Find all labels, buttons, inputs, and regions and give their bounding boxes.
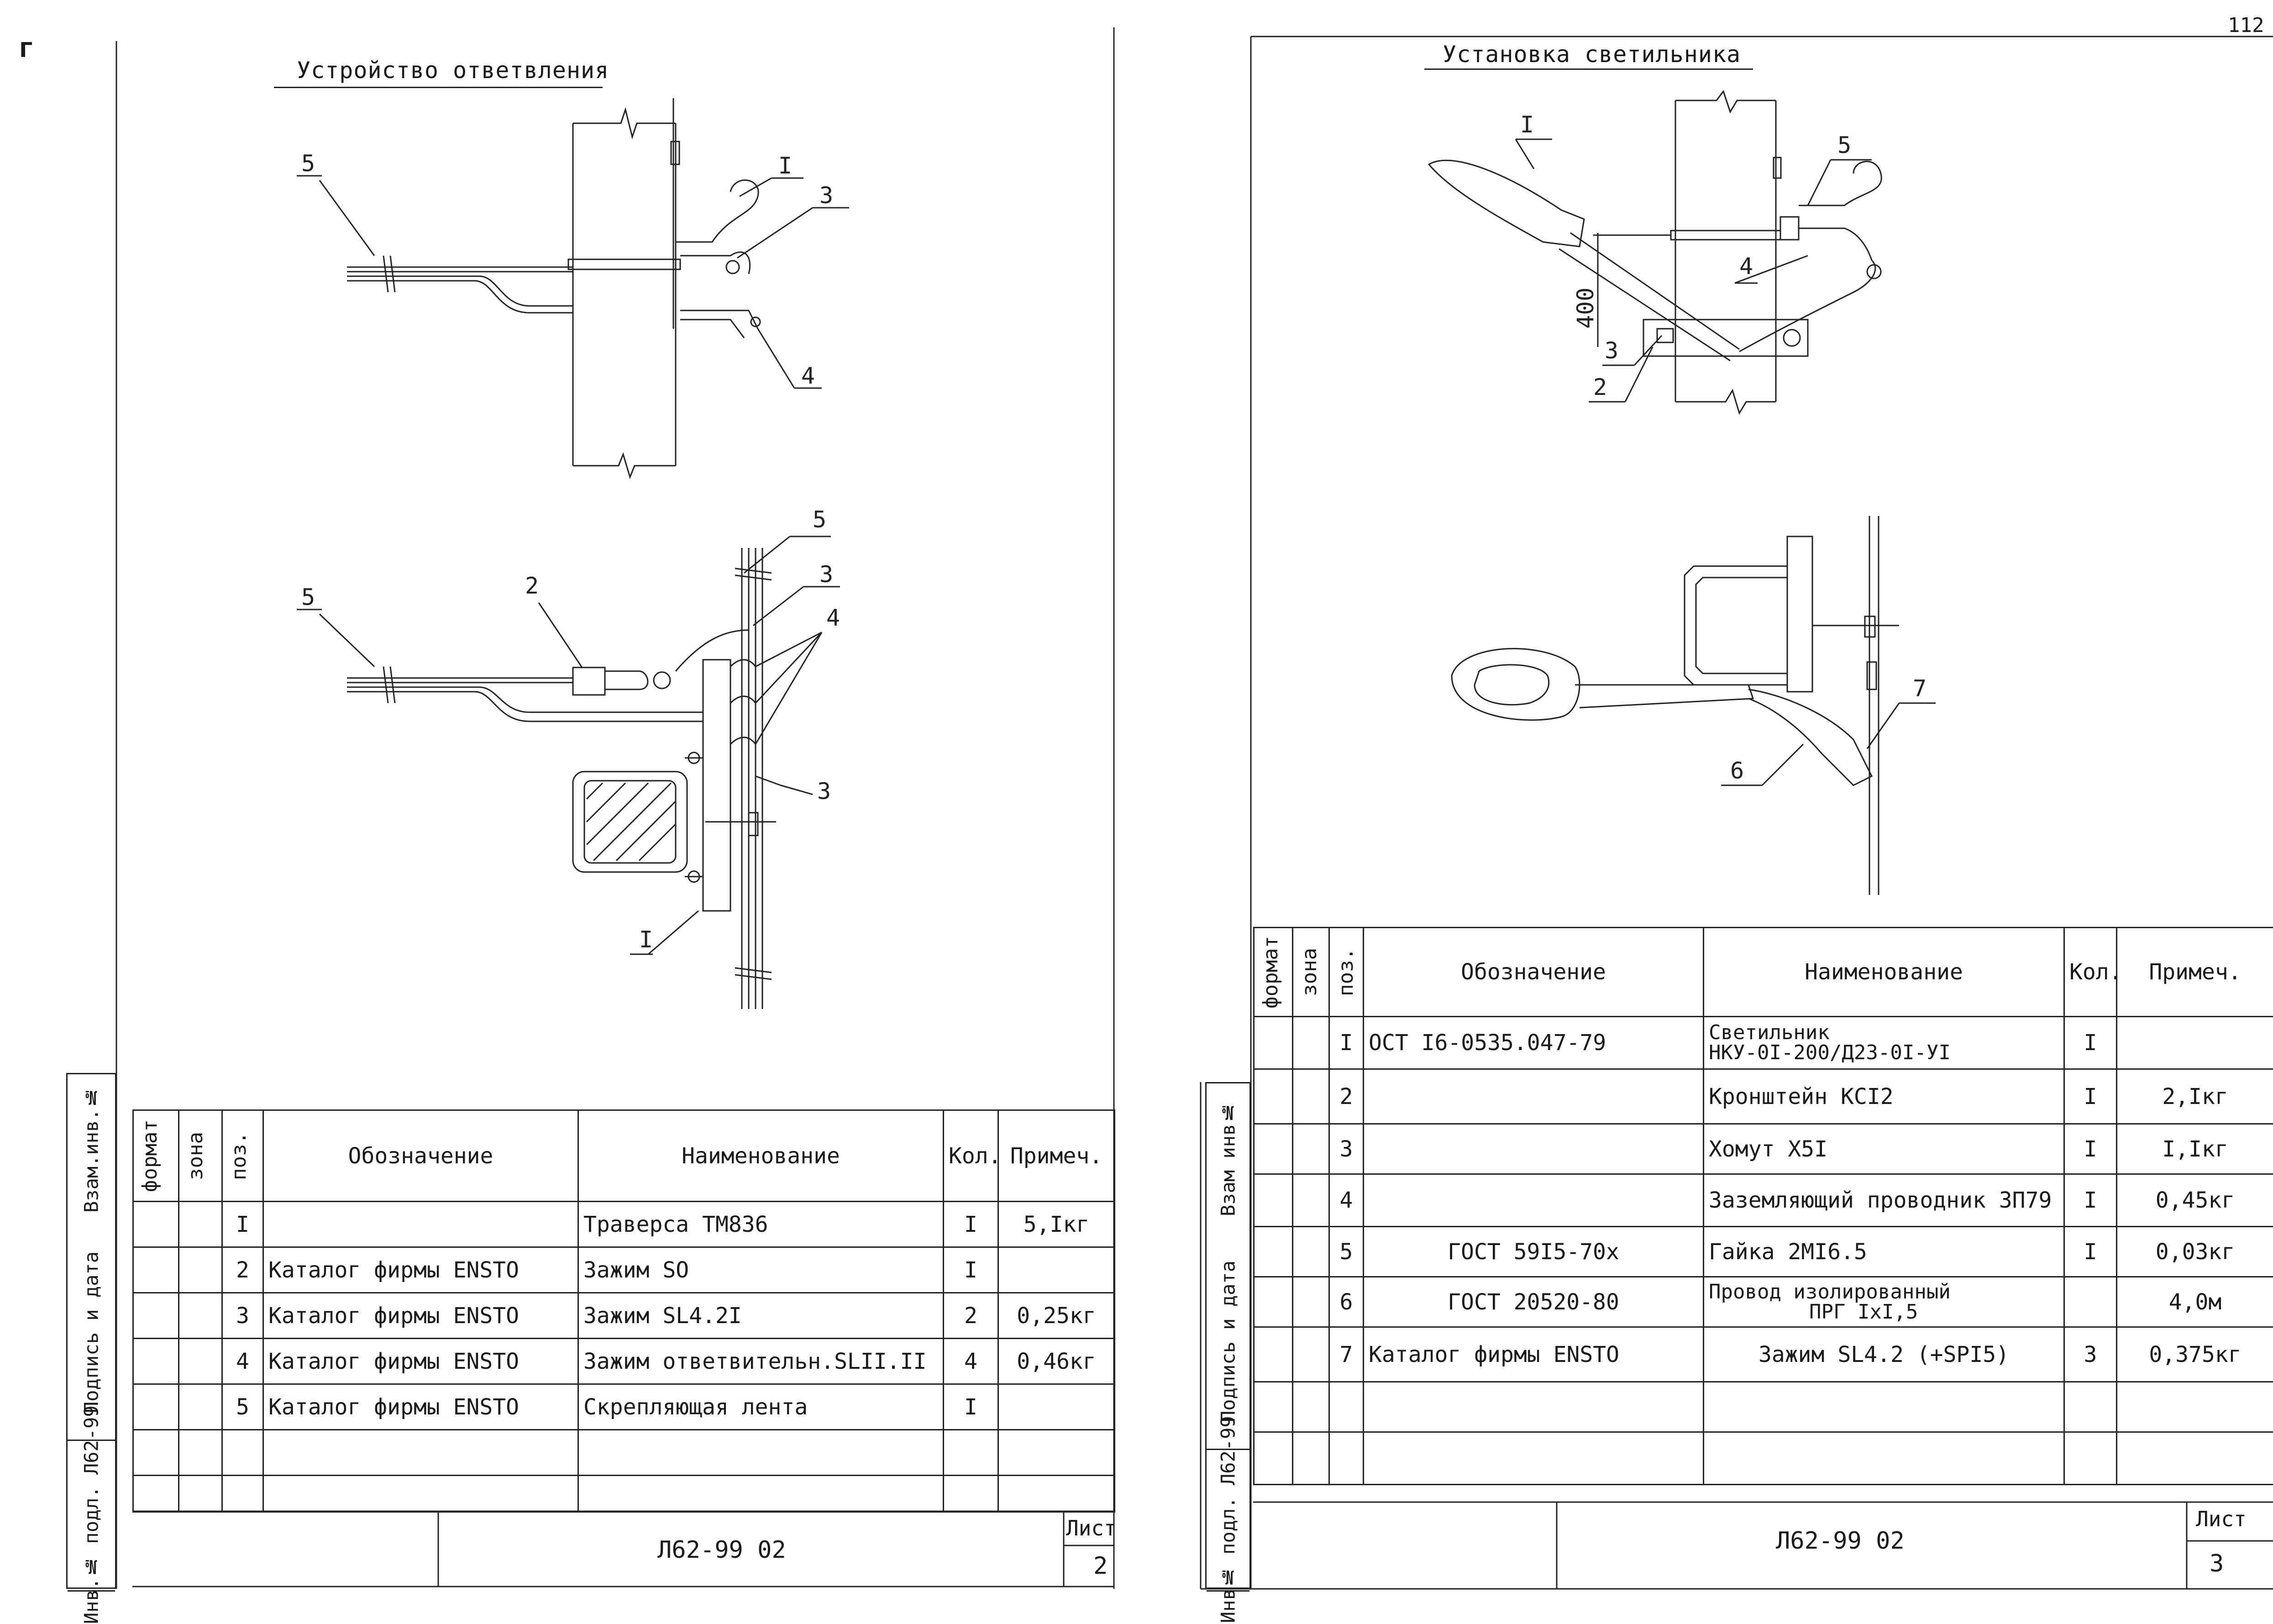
right-sheet-label: Лист [2196, 1507, 2247, 1531]
right-doc-code: Л62-99 02 [1776, 1527, 1905, 1555]
right-title-block [0, 0, 2273, 1589]
right-sheet-number: 3 [2210, 1550, 2224, 1577]
